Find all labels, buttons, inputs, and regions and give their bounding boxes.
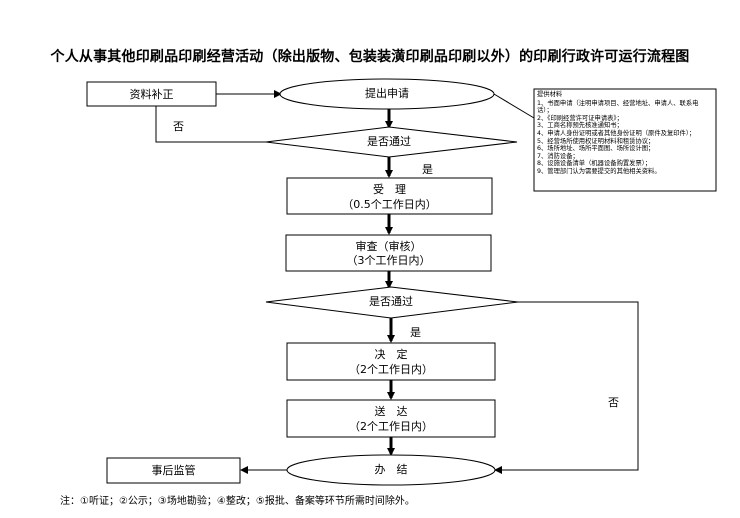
submit-label: 提出申请 [365, 87, 409, 100]
review-box [285, 234, 492, 272]
decide-title: 决 定 [374, 348, 408, 361]
materials-item: 5、经营场所使用权证明材料和租赁协议； [537, 137, 655, 145]
review-time: （3个工作日内） [346, 254, 431, 267]
no-label-right: 否 [608, 396, 619, 409]
decide-time: （2个工作日内） [349, 363, 433, 376]
accept-time: （0.5个工作日内） [342, 198, 437, 211]
review-title: 审查（审核） [355, 240, 422, 253]
materials-item: 9、管理部门认为需要提交的其他相关资料。 [537, 167, 661, 175]
yes-label-2: 是 [410, 326, 421, 339]
footnote: 注：①听证；②公示；③场地勘验；④整改；⑤报批、备案等环节所需时间除外。 [60, 496, 415, 507]
yes-label-1: 是 [422, 163, 433, 176]
materials-item: 7、消防设备； [537, 152, 579, 160]
materials-item: 3、工商名称预先核准通知书； [537, 122, 623, 130]
supervise-label: 事后监管 [151, 464, 196, 477]
decide-box [286, 342, 496, 381]
finish-label: 办 结 [374, 463, 408, 476]
page-title: 个人从事其他印刷品印刷经营活动（除出版物、包装装潢印刷品印刷以外）的印刷行政许可… [50, 49, 690, 65]
materials-item: 1、书面申请（注明申请项目、经营地址、申请人、联系电话）； [537, 99, 699, 115]
deliver-box [286, 399, 496, 438]
materials-item: 4、申请人身份证明或者其他身份证明（原件及复印件）； [537, 129, 696, 137]
materials-item: 2、《印刷经营许可证申请表》； [537, 114, 623, 122]
no-line-top [155, 106, 266, 143]
check2-label: 是否通过 [369, 295, 413, 308]
no-line-right [494, 301, 639, 474]
accept-title: 受 理 [373, 183, 406, 196]
materials-box [533, 88, 717, 192]
callout-line [493, 93, 535, 119]
materials-list: 提供材料 1、书面申请（注明申请项目、经营地址、申请人、联系电话）； 2、《印刷… [537, 91, 713, 176]
materials-item: 8、设施设备清单（机器设备购置发票）； [537, 160, 652, 168]
deliver-time: （2个工作日内） [349, 420, 433, 433]
check1-label: 是否通过 [367, 135, 411, 148]
materials-item: 6、场所地址、场所平面图、场所设计图； [537, 145, 655, 153]
deliver-title: 送 达 [374, 405, 408, 418]
no-label-top: 否 [173, 120, 184, 133]
supervise-box [106, 457, 241, 484]
materials-heading: 提供材料 [537, 91, 563, 98]
supplement-label: 资料补正 [129, 88, 174, 101]
